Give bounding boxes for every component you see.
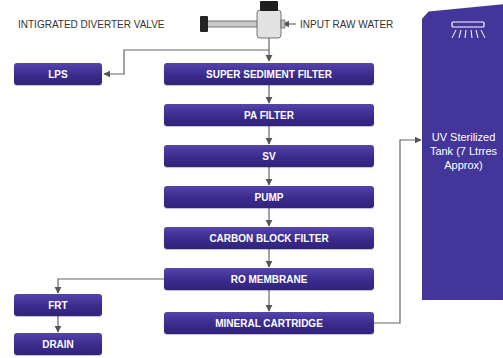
process-box: RO MEMBRANE (164, 268, 374, 290)
flow-connector (58, 279, 164, 293)
process-box: PUMP (164, 186, 374, 208)
valve-knob (200, 16, 208, 32)
flow-connector (57, 316, 58, 332)
process-box: DRAIN (14, 333, 102, 355)
node-text: SV (254, 151, 283, 162)
storage-tank: UV Sterilized Tank (7 Ltrres Approx) (422, 4, 503, 300)
node-text: DRAIN (34, 339, 82, 350)
process-box: FRT (14, 294, 102, 316)
node-text: MINERAL CARTRIDGE (207, 318, 331, 329)
flow-connector (268, 167, 269, 185)
uv-lamp (452, 22, 484, 27)
node-text: PA FILTER (236, 110, 302, 121)
flow-connector (268, 208, 269, 226)
node-text: PUMP (247, 192, 292, 203)
process-box: CARBON BLOCK FILTER (164, 227, 374, 249)
node-text: CARBON BLOCK FILTER (201, 233, 336, 244)
flow-connector (268, 249, 269, 267)
node-text: SUPER SEDIMENT FILTER (198, 69, 340, 80)
flow-connector (268, 85, 269, 103)
flow-connector (268, 126, 269, 144)
flow-connector (374, 140, 421, 323)
node-text: LPS (40, 69, 75, 80)
process-box: PA FILTER (164, 104, 374, 126)
flow-connector (268, 290, 269, 311)
process-box: SV (164, 145, 374, 167)
valve-body (257, 10, 281, 38)
node-text: UV Sterilized Tank (7 Ltrres Approx) (422, 131, 503, 172)
valve-handle (206, 21, 258, 27)
process-box: SUPER SEDIMENT FILTER (164, 63, 374, 85)
process-box: MINERAL CARTRIDGE (164, 312, 374, 334)
process-box: LPS (14, 63, 102, 85)
uv-rays (452, 30, 485, 38)
node-text: RO MEMBRANE (223, 274, 316, 285)
valve-port (281, 20, 285, 28)
node-text: FRT (40, 300, 75, 311)
input-label: INPUT RAW WATER (300, 19, 393, 30)
part-label: INTIGRATED DIVERTER VALVE (18, 19, 165, 30)
valve-cap (260, 1, 278, 11)
